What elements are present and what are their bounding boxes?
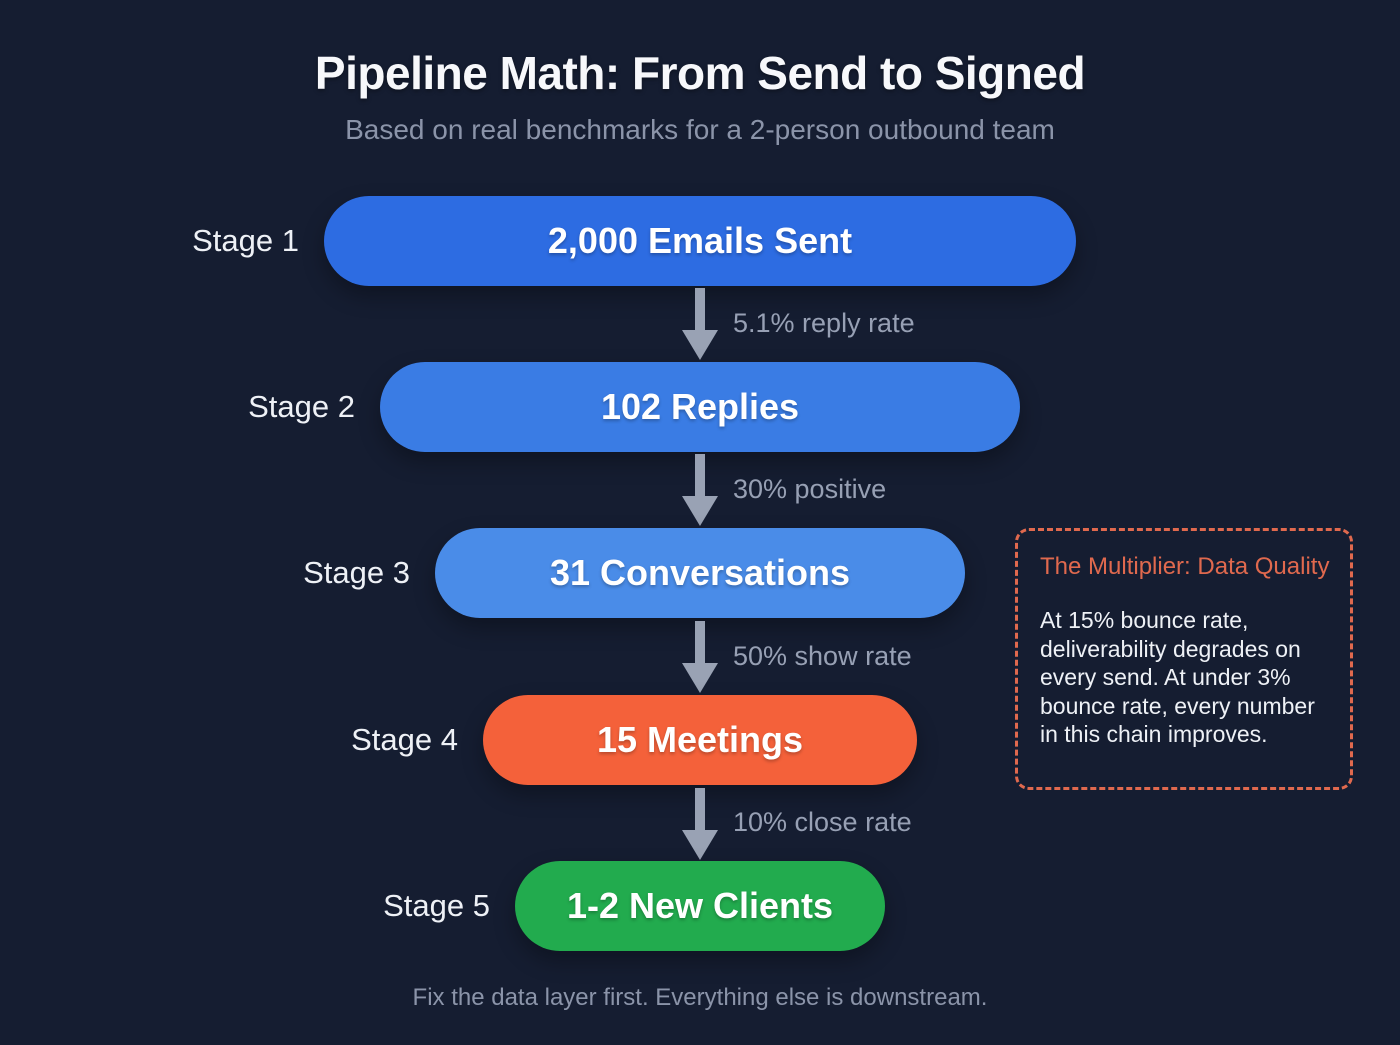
stage-2-bar: 102 Replies — [380, 362, 1020, 452]
callout-title: The Multiplier: Data Quality — [1040, 553, 1330, 580]
stage-3-bar: 31 Conversations — [435, 528, 965, 618]
down-arrow-icon — [682, 454, 718, 526]
stage-4-bar: 15 Meetings — [483, 695, 917, 785]
footer-note: Fix the data layer first. Everything els… — [412, 984, 988, 1011]
conversion-rate-label: 50% show rate — [733, 641, 912, 671]
down-arrow-icon — [682, 788, 718, 860]
page-subtitle: Based on real benchmarks for a 2-person … — [345, 114, 1055, 145]
down-arrow-icon — [682, 621, 718, 693]
stage-4-label: Stage 4 — [351, 722, 458, 757]
stage-5-label: Stage 5 — [383, 888, 490, 923]
stage-5-bar: 1-2 New Clients — [515, 861, 885, 951]
stage-1-label: Stage 1 — [192, 223, 299, 258]
down-arrow-icon — [682, 288, 718, 360]
callout-box: The Multiplier: Data Quality At 15% boun… — [1015, 528, 1353, 790]
conversion-rate-label: 10% close rate — [733, 807, 912, 837]
conversion-rate-label: 30% positive — [733, 474, 887, 504]
stage-2-label: Stage 2 — [248, 389, 355, 424]
callout-body: At 15% bounce rate, deliverability degra… — [1040, 607, 1315, 747]
stage-3-label: Stage 3 — [303, 555, 410, 590]
conversion-rate-label: 5.1% reply rate — [733, 308, 915, 338]
page-title: Pipeline Math: From Send to Signed — [314, 47, 1086, 99]
stage-1-bar: 2,000 Emails Sent — [324, 196, 1076, 286]
